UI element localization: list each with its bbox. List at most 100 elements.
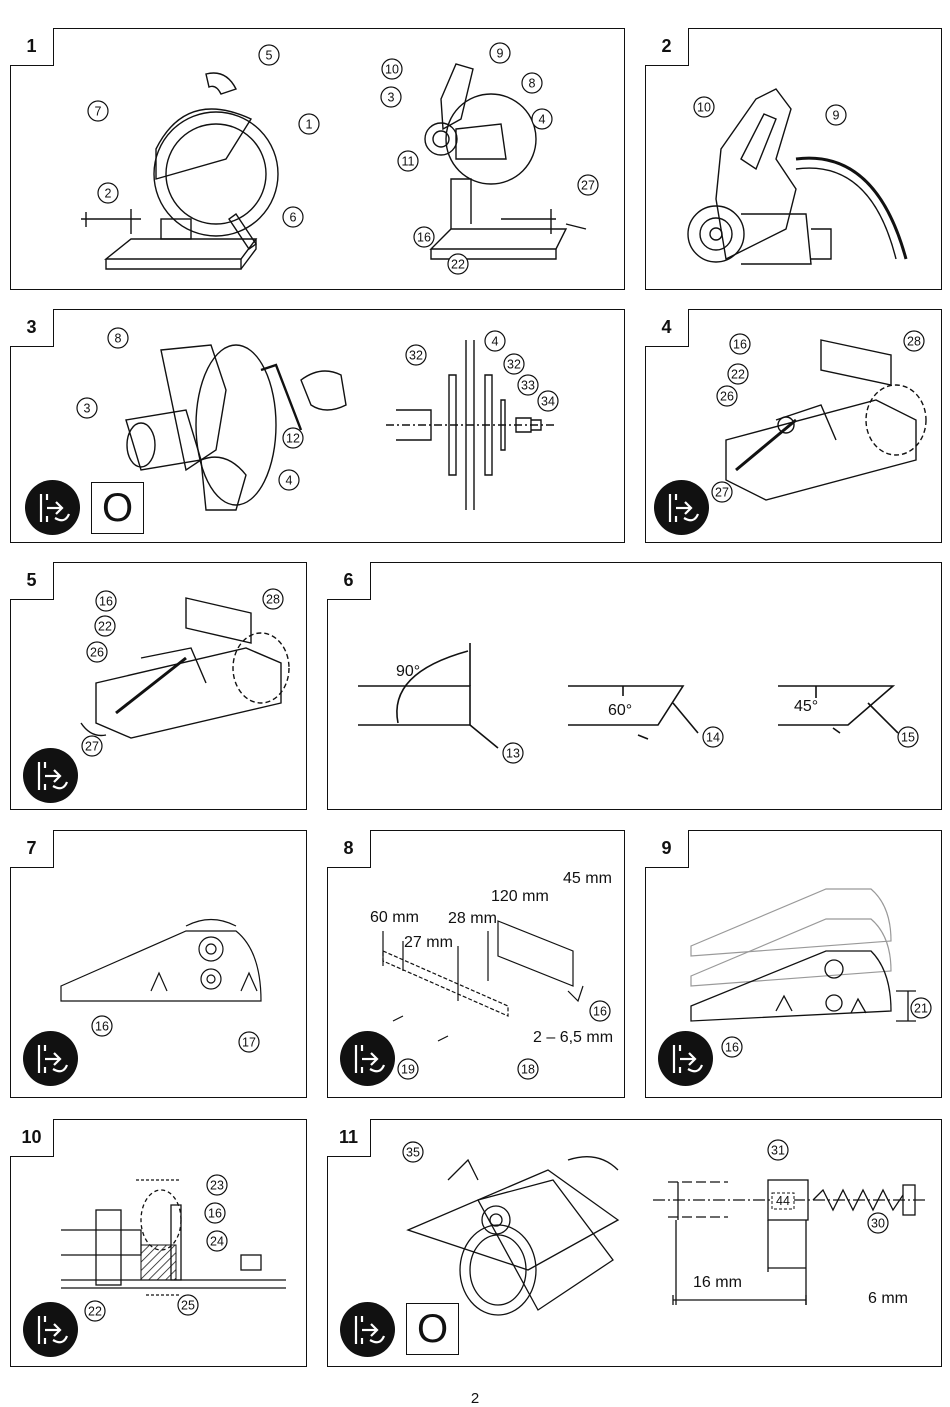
figure-11-drawing: 44 [406,1156,928,1316]
svg-text:22: 22 [731,368,745,382]
callout-35: 35 [402,1141,424,1163]
figure-9: 9 21 16 [645,830,942,1098]
callout-24: 24 [206,1230,228,1252]
callout-16: 16 [91,1015,113,1037]
callout-22: 22 [727,363,749,385]
svg-text:16: 16 [95,1020,109,1034]
callout-30: 30 [867,1212,889,1234]
figure-4: 4 16 28 22 26 27 [645,309,942,543]
unplug-icon [340,1031,395,1086]
brush-tag: 44 [776,1194,790,1208]
hex-key-icon: O [91,482,144,534]
figure-6-angle-labels: 90° 60° 45° [396,663,818,719]
svg-text:32: 32 [507,358,521,372]
figure-number: 5 [10,562,54,600]
svg-text:6: 6 [290,211,297,225]
callout-3: 3 [76,397,98,419]
unplug-icon [25,480,80,535]
figure-number: 8 [327,830,371,868]
callout-10: 10 [381,58,403,80]
callout-33: 33 [517,374,539,396]
dim-28mm: 28 mm [448,910,497,927]
callout-21: 21 [910,997,932,1019]
svg-text:27: 27 [581,179,595,193]
callout-31: 31 [767,1139,789,1161]
figure-10-drawing [61,1179,286,1296]
svg-text:15: 15 [901,731,915,745]
unplug-icon [23,1302,78,1357]
callout-14: 14 [702,726,724,748]
svg-text:1: 1 [306,118,313,132]
svg-text:7: 7 [95,105,102,119]
figure-9-drawing [690,888,916,1022]
svg-text:11: 11 [402,155,415,169]
figure-3-drawing [125,340,556,511]
svg-text:24: 24 [210,1235,224,1249]
svg-text:13: 13 [506,747,520,761]
figure-2-callouts: 109 [693,96,847,126]
figure-6-drawing [358,643,899,749]
svg-text:8: 8 [115,332,122,346]
svg-text:16: 16 [725,1041,739,1055]
unplug-icon [658,1031,713,1086]
svg-text:3: 3 [388,91,395,105]
callout-22: 22 [84,1300,106,1322]
svg-text:4: 4 [286,474,293,488]
svg-text:22: 22 [88,1305,102,1319]
unplug-icon [23,748,78,803]
callout-22: 22 [94,615,116,637]
svg-text:8: 8 [529,77,536,91]
svg-text:9: 9 [497,47,504,61]
callout-16: 16 [204,1202,226,1224]
callout-34: 34 [537,390,559,412]
svg-text:22: 22 [451,258,465,272]
dim-120mm: 120 mm [491,888,549,905]
figure-number: 7 [10,830,54,868]
dim-thickness: 2 – 6,5 mm [533,1029,613,1046]
callout-26: 26 [716,385,738,407]
hex-key-icon: O [406,1303,459,1355]
svg-text:32: 32 [409,349,423,363]
figure-number: 9 [645,830,689,868]
figure-number: 11 [327,1119,371,1157]
svg-text:16: 16 [733,338,747,352]
figure-6-callouts: 13 14 15 [502,726,919,764]
callout-13: 13 [502,742,524,764]
callout-18: 18 [517,1058,539,1080]
callout-1: 1 [298,113,320,135]
svg-text:22: 22 [98,620,112,634]
unplug-icon [23,1031,78,1086]
svg-text:5: 5 [266,49,273,63]
svg-text:31: 31 [771,1144,785,1158]
angle-90: 90° [396,663,420,680]
unplug-icon [654,480,709,535]
page-number: 2 [470,1390,480,1407]
callout-4: 4 [278,469,300,491]
svg-text:27: 27 [85,740,99,754]
callout-28: 28 [903,330,925,352]
dim-6mm: 6 mm [868,1290,908,1307]
callout-17: 17 [238,1031,260,1053]
callout-25: 25 [177,1294,199,1316]
dim-27mm: 27 mm [404,934,453,951]
angle-45: 45° [794,698,818,715]
callout-26: 26 [86,641,108,663]
callout-16: 16 [95,590,117,612]
callout-9: 9 [825,104,847,126]
figure-1-drawing [81,63,587,270]
svg-text:16: 16 [417,231,431,245]
figure-9-callouts: 21 16 [721,997,932,1058]
svg-text:27: 27 [715,486,729,500]
callout-3: 3 [380,86,402,108]
figure-number: 1 [10,28,54,66]
callout-6: 6 [282,206,304,228]
figure-number: 4 [645,309,689,347]
callout-4: 4 [531,108,553,130]
svg-text:33: 33 [521,379,535,393]
svg-text:26: 26 [720,390,734,404]
